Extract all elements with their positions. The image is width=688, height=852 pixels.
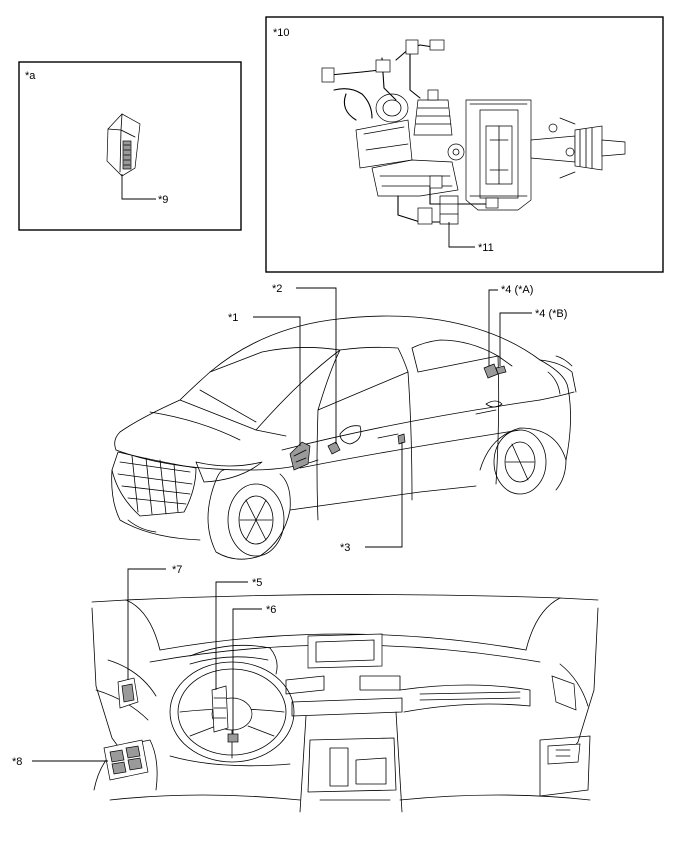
- callout-4b: *4 (*B): [535, 308, 567, 320]
- leader-1: [253, 316, 301, 446]
- leader-6: [232, 608, 262, 734]
- part-1-door-ecu: [289, 441, 311, 471]
- inset-10-frame: [265, 16, 664, 273]
- ecu-module-drawing: [106, 113, 141, 177]
- callout-2: *2: [272, 283, 282, 295]
- callout-4a: *4 (*A): [501, 284, 533, 296]
- callout-1: *1: [228, 312, 238, 324]
- callout-6: *6: [266, 604, 276, 616]
- part-3-door-lock: [397, 433, 406, 445]
- leader-5: [215, 581, 248, 690]
- leader-4a: [488, 289, 498, 366]
- callout-8: *8: [12, 756, 22, 768]
- callout-11: *11: [478, 242, 494, 254]
- part-8-window-switch: [93, 739, 158, 791]
- leader-7: [127, 568, 166, 680]
- leader-3: [365, 442, 403, 548]
- callout-10: *10: [273, 27, 290, 39]
- part-7-mirror-switch: [117, 677, 139, 709]
- inset-10: *10: [265, 16, 664, 273]
- leader-11: [448, 222, 475, 248]
- part-4-rear-units: [483, 363, 507, 379]
- inset-a: *a *9: [18, 61, 242, 231]
- interior-dashboard-drawing: [91, 594, 599, 813]
- part-6-steering-sensor: [227, 733, 239, 743]
- part-5-combination-switch: [211, 685, 229, 733]
- inset-a-frame: [18, 61, 242, 231]
- part-2-mirror-sensor: [327, 441, 341, 455]
- callout-a: *a: [25, 70, 36, 82]
- leader-9: [121, 174, 156, 200]
- car-exterior-drawing: [111, 315, 577, 560]
- callout-7: *7: [172, 564, 182, 576]
- callout-5: *5: [252, 577, 262, 589]
- leader-2: [296, 287, 337, 444]
- callout-9: *9: [158, 194, 168, 206]
- callout-3: *3: [340, 542, 350, 554]
- leader-4b: [499, 312, 532, 366]
- steering-column-drawing: [321, 39, 626, 225]
